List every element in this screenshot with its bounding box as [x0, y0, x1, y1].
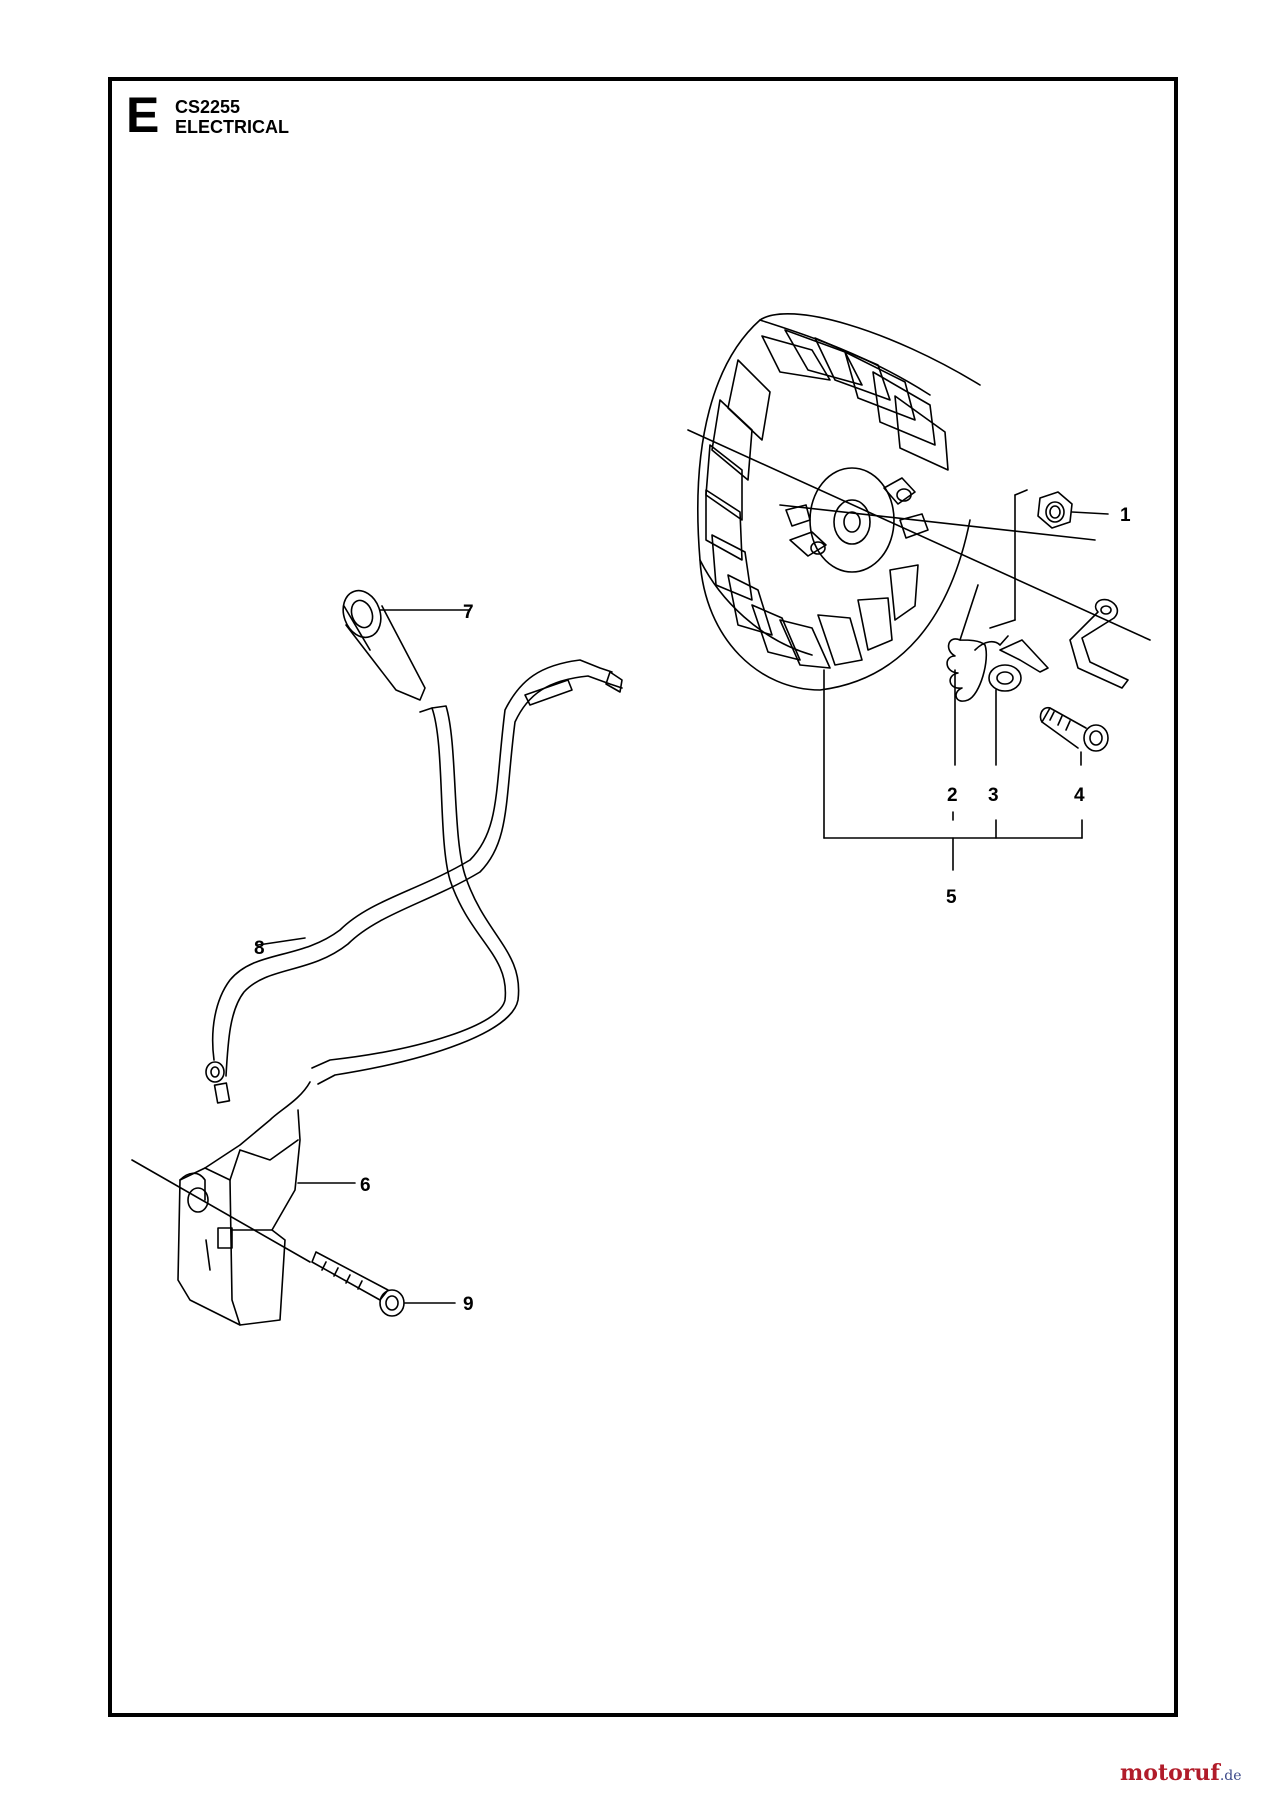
callout-4: 4	[1074, 785, 1085, 806]
ignition-lead	[311, 705, 520, 1085]
pawl-washer	[988, 639, 1049, 692]
callout-2: 2	[947, 785, 958, 806]
flywheel	[697, 313, 981, 691]
callout-3: 3	[988, 785, 999, 806]
callout-9: 9	[463, 1294, 474, 1315]
model-number: CS2255	[175, 97, 241, 117]
section-letter: E	[126, 87, 160, 143]
starter-pawl	[1069, 598, 1129, 689]
short-circuit-cable	[205, 659, 623, 1104]
callout-8: 8	[254, 938, 265, 959]
module-screw	[311, 1251, 456, 1317]
motoruf-logo: motoruf.de	[1120, 1762, 1242, 1784]
diagram-frame	[108, 77, 1178, 1717]
section-title: ELECTRICAL	[175, 117, 289, 137]
callout-6: 6	[360, 1175, 371, 1196]
logo-suffix: .de	[1219, 1768, 1242, 1784]
callout-5: 5	[946, 887, 957, 908]
callout-labels: 1 2 3 4 5 6 7 8 9	[254, 505, 1131, 1315]
logo-main: motoruf	[1120, 1760, 1220, 1786]
ignition-module	[177, 1081, 356, 1326]
callout-1: 1	[1120, 505, 1131, 526]
flywheel-nut	[1037, 491, 1109, 529]
spark-plug-cap	[342, 589, 471, 701]
callout-7: 7	[463, 602, 474, 623]
pawl-screw	[1039, 706, 1109, 752]
pawl-spring	[946, 584, 1009, 702]
